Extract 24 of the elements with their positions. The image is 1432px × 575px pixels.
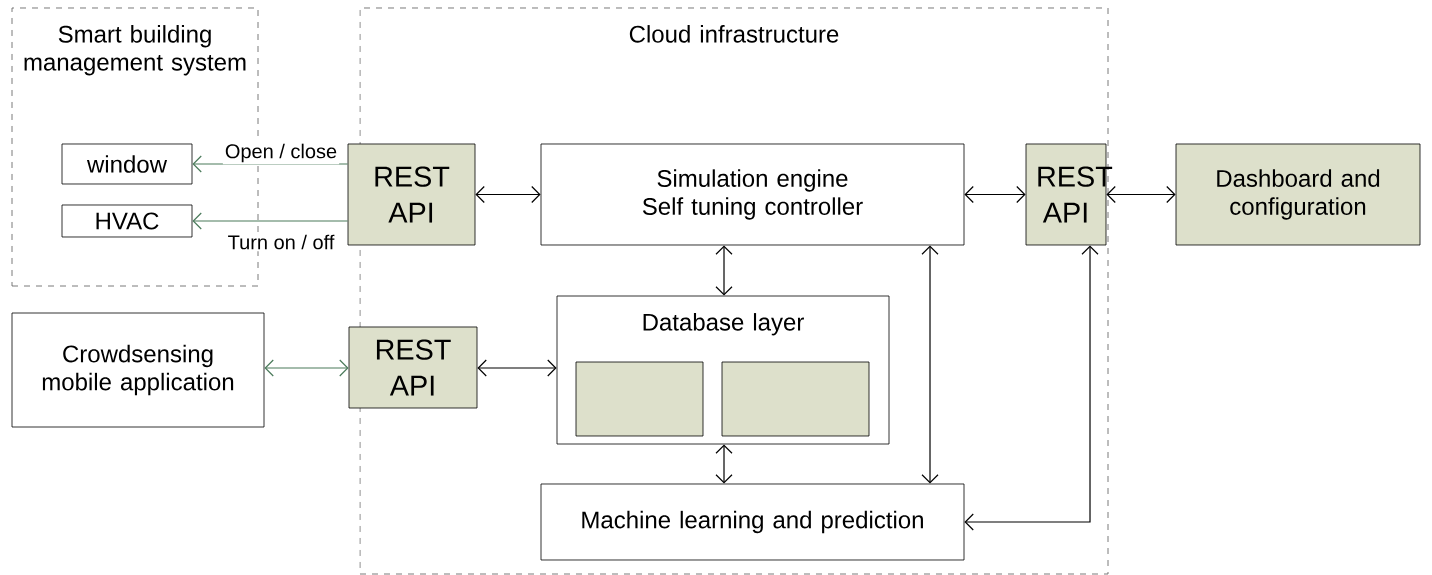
arrow bbox=[964, 185, 1026, 204]
database-box bbox=[721, 361, 870, 437]
app-box: Crowdsensing mobile application bbox=[11, 312, 265, 428]
api-box: REST API bbox=[347, 143, 476, 246]
dashboard-box: Dashboard and configuration bbox=[1175, 143, 1421, 246]
arrow bbox=[192, 155, 349, 173]
engine-box: Simulation engine Self tuning controller bbox=[540, 143, 965, 246]
arrow bbox=[1106, 185, 1176, 204]
api-box: REST API bbox=[1025, 143, 1113, 246]
device-box: window bbox=[61, 143, 193, 185]
arrow bbox=[477, 359, 557, 377]
module-box: Machine learning and prediction bbox=[540, 483, 965, 561]
database-box bbox=[575, 361, 704, 437]
edge-label: Open / close bbox=[222, 141, 340, 165]
device-box: HVAC bbox=[61, 204, 193, 238]
api-box: REST API bbox=[348, 326, 478, 409]
arrow bbox=[192, 212, 349, 230]
arrow bbox=[715, 245, 733, 296]
arrow bbox=[264, 359, 349, 377]
arrow bbox=[921, 245, 939, 484]
edge-label: Turn on / off bbox=[225, 232, 337, 252]
arrow bbox=[715, 444, 733, 484]
arrow bbox=[475, 185, 541, 204]
arrow bbox=[964, 245, 1099, 531]
